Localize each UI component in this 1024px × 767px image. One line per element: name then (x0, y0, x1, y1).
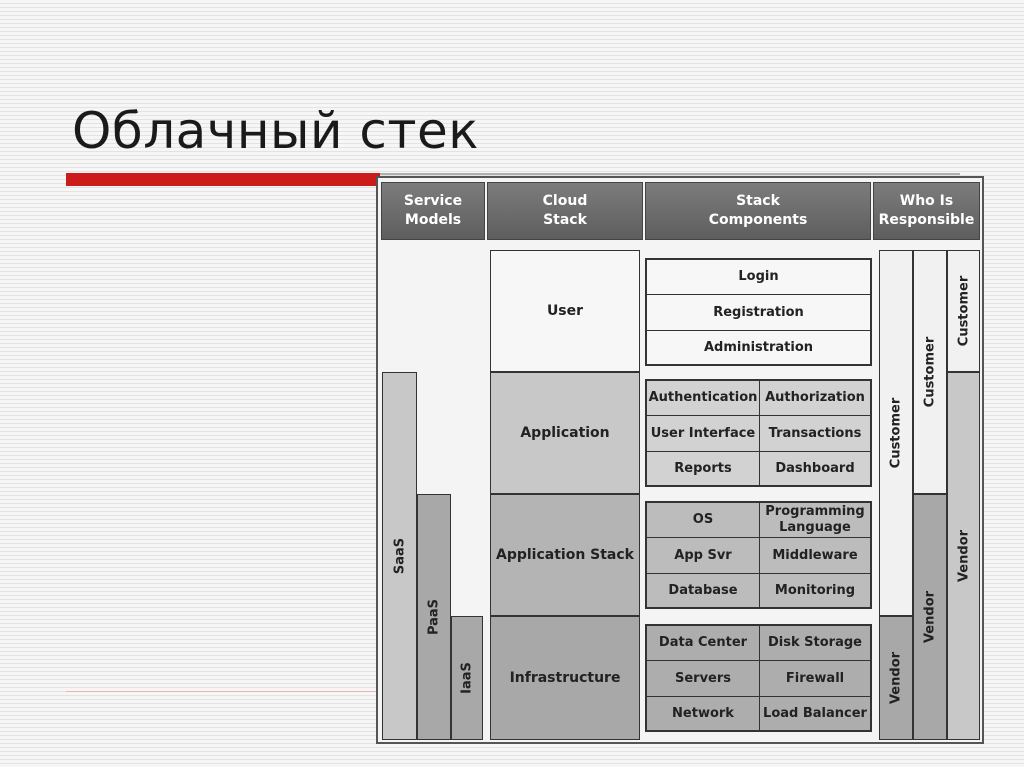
responsibility-paas-customer: Customer (913, 250, 947, 494)
cloud-stack-application-stack-label: Application Stack (495, 547, 634, 563)
slide-title: Облачный стек (72, 102, 479, 160)
title-red-rule (66, 173, 380, 186)
component-os: OS (646, 502, 760, 538)
responsibility-iaas-vendor: Vendor (879, 616, 913, 740)
component-database: Database (646, 573, 760, 608)
service-model-iaas-label: IaaS (459, 662, 475, 694)
components-application-group: Authentication Authorization User Interf… (645, 379, 872, 487)
cloud-stack-infrastructure: Infrastructure (490, 616, 640, 740)
component-registration: Registration (646, 294, 871, 331)
responsibility-saas-vendor-label: Vendor (956, 529, 971, 583)
component-network: Network (646, 696, 760, 731)
footer-rule (66, 691, 378, 692)
responsibility-saas-vendor: Vendor (947, 372, 980, 740)
header-stack-components: Stack Components (645, 182, 871, 240)
header-cloud-stack: Cloud Stack (487, 182, 643, 240)
cloud-stack-application: Application (490, 372, 640, 494)
header-service-models: Service Models (381, 182, 485, 240)
component-login: Login (646, 259, 871, 295)
header-cloud-stack-label: Cloud Stack (542, 193, 588, 228)
component-transactions: Transactions (759, 415, 871, 452)
component-monitoring: Monitoring (759, 573, 871, 608)
component-programming-language: Programming Language (759, 502, 871, 538)
component-firewall: Firewall (759, 660, 871, 697)
title-gray-rule (380, 173, 960, 175)
components-user-group: Login Registration Administration (645, 258, 872, 366)
component-data-center: Data Center (646, 625, 760, 661)
responsibility-saas-customer-label: Customer (956, 275, 971, 347)
header-who-is-responsible-label: Who Is Responsible (878, 193, 975, 228)
cloud-stack-user: User (490, 250, 640, 372)
responsibility-iaas-customer-label: Customer (888, 397, 904, 469)
component-middleware: Middleware (759, 537, 871, 574)
component-reports: Reports (646, 451, 760, 486)
service-model-paas: PaaS (417, 494, 451, 740)
cloud-stack-diagram: Service Models Cloud Stack Stack Compone… (376, 176, 984, 744)
service-model-saas: SaaS (382, 372, 417, 740)
responsibility-saas-customer: Customer (947, 250, 980, 372)
components-application-stack-group: OS Programming Language App Svr Middlewa… (645, 501, 872, 609)
header-service-models-label: Service Models (403, 193, 463, 228)
component-user-interface: User Interface (646, 415, 760, 452)
service-model-iaas: IaaS (451, 616, 483, 740)
cloud-stack-infrastructure-label: Infrastructure (509, 670, 621, 686)
component-administration: Administration (646, 330, 871, 365)
cloud-stack-application-label: Application (520, 425, 610, 441)
component-app-svr: App Svr (646, 537, 760, 574)
responsibility-iaas-customer: Customer (879, 250, 913, 616)
service-model-saas-label: SaaS (392, 537, 407, 575)
responsibility-paas-customer-label: Customer (922, 336, 938, 408)
components-infrastructure-group: Data Center Disk Storage Servers Firewal… (645, 624, 872, 732)
component-servers: Servers (646, 660, 760, 697)
header-stack-components-label: Stack Components (708, 193, 808, 228)
cloud-stack-application-stack: Application Stack (490, 494, 640, 616)
component-authentication: Authentication (646, 380, 760, 416)
component-dashboard: Dashboard (759, 451, 871, 486)
cloud-stack-user-label: User (546, 303, 584, 319)
service-model-paas-label: PaaS (426, 598, 442, 636)
component-disk-storage: Disk Storage (759, 625, 871, 661)
responsibility-paas-vendor-label: Vendor (922, 590, 938, 644)
header-who-is-responsible: Who Is Responsible (873, 182, 980, 240)
component-load-balancer: Load Balancer (759, 696, 871, 731)
responsibility-paas-vendor: Vendor (913, 494, 947, 740)
component-authorization: Authorization (759, 380, 871, 416)
responsibility-iaas-vendor-label: Vendor (888, 651, 904, 705)
